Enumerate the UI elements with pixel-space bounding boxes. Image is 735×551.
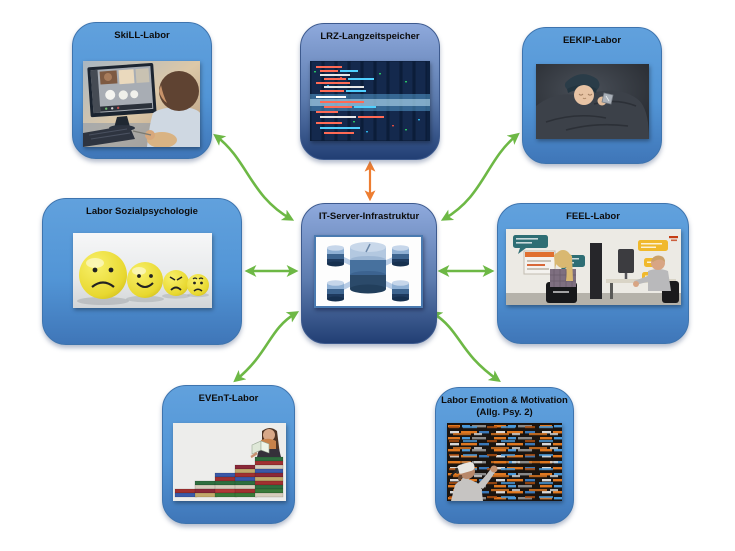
node-title-sozial: Labor Sozialpsychologie [86, 206, 198, 217]
node-labor-emotion-motivation: Labor Emotion & Motivation (Allg. Psy. 2… [435, 387, 574, 524]
node-title-eekip: EEKIP-Labor [562, 35, 622, 46]
node-feel-labor: FEEL-Labor [497, 203, 689, 344]
skill-labor-photo [83, 61, 200, 147]
node-title-emotion: Labor Emotion & Motivation (Allg. Psy. 2… [441, 395, 568, 419]
event-labor-photo [173, 423, 286, 501]
arrow-emotion-center [429, 311, 501, 383]
node-title-skill: SkiLL-Labor [114, 30, 170, 41]
node-labor-sozialpsychologie: Labor Sozialpsychologie [42, 198, 242, 345]
sozialpsychologie-emoticons-photo [73, 233, 212, 308]
feel-labor-photo [506, 229, 681, 305]
node-title-event: EVEnT-Labor [198, 393, 259, 404]
node-lrz-langzeitspeicher: LRZ-Langzeitspeicher [300, 23, 440, 160]
eekip-baby-photo [536, 64, 649, 139]
database-network-illustration [314, 235, 423, 308]
node-title-feel: FEEL-Labor [566, 211, 620, 222]
node-it-server-infrastruktur: IT-Server-Infrastruktur [301, 203, 437, 344]
lrz-server-room-photo [310, 61, 430, 141]
arrow-event-center [233, 311, 300, 383]
node-eekip-labor: EEKIP-Labor [522, 27, 662, 164]
emotion-motivation-vr-photo [447, 423, 562, 501]
node-event-labor: EVEnT-Labor [162, 385, 295, 524]
node-title-center: IT-Server-Infrastruktur [318, 211, 420, 222]
node-title-lrz: LRZ-Langzeitspeicher [320, 31, 420, 42]
node-skill-labor: SkiLL-Labor [72, 22, 212, 159]
